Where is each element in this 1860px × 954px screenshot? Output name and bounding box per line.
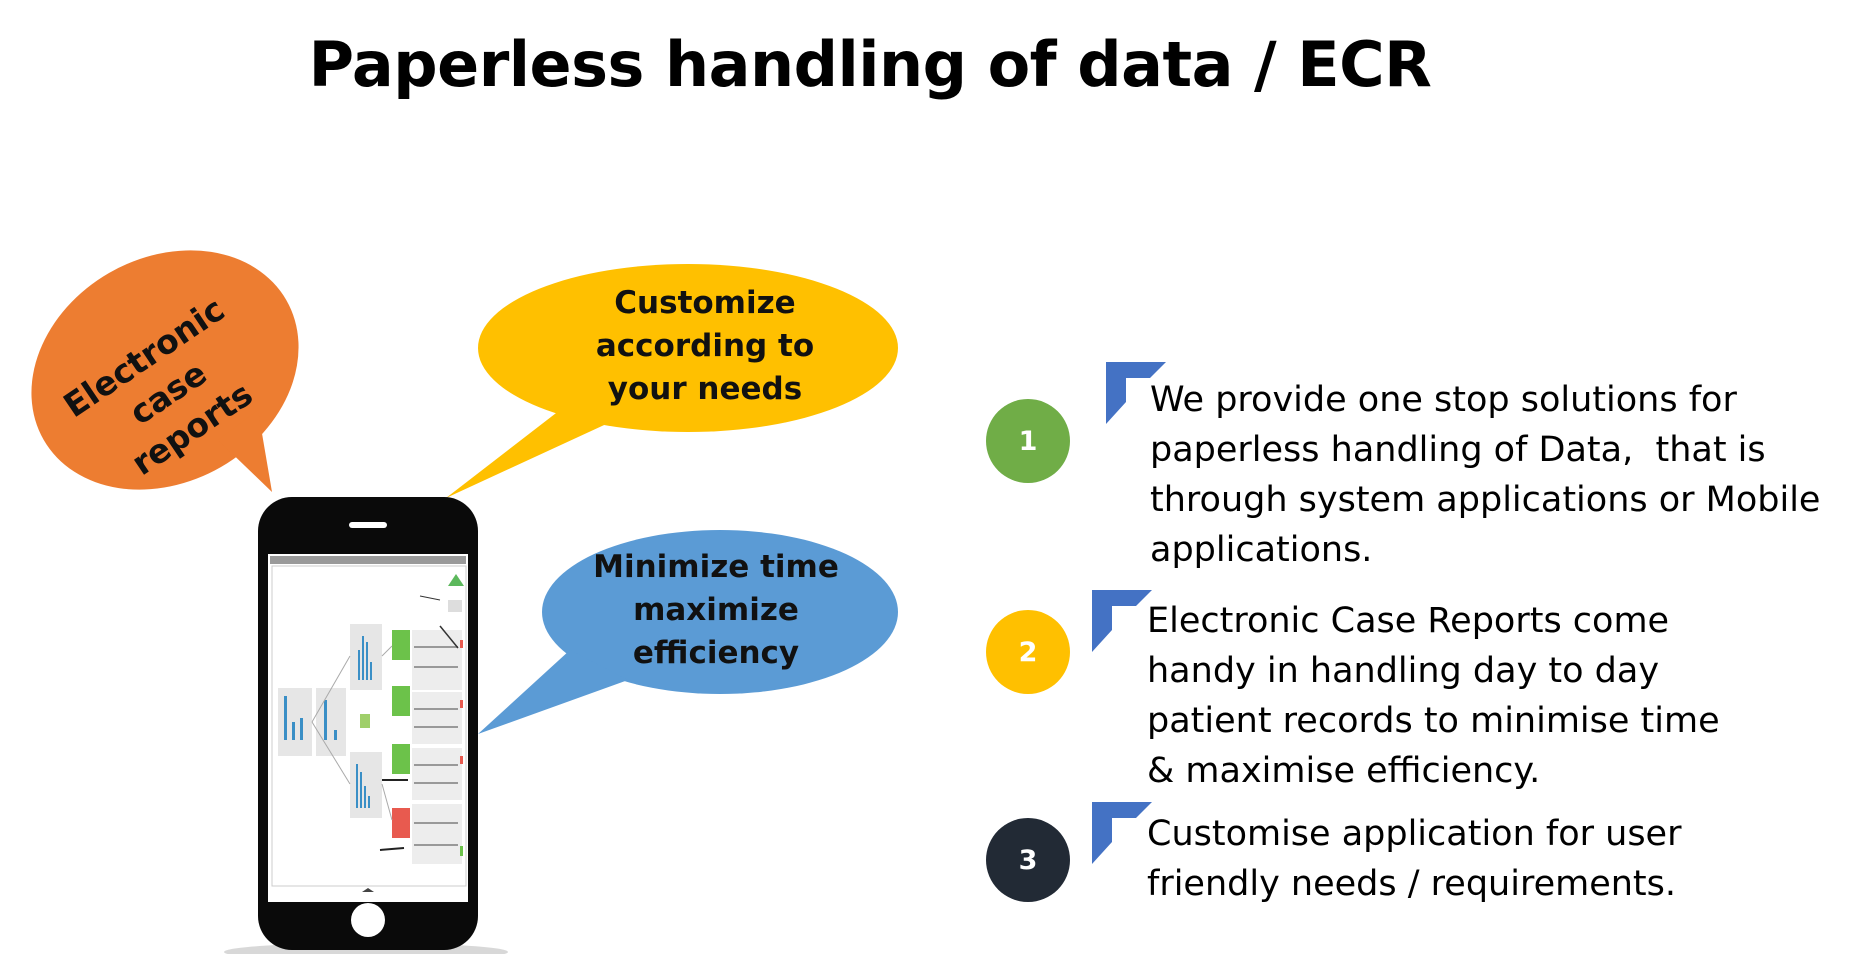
text-line: We provide one stop solutions for [1150,380,1737,420]
text-line: through system applications or Mobile [1150,480,1821,520]
text-line: Electronic Case Reports come [1147,601,1670,641]
page-title: Paperless handling of data / ECR [308,28,1432,101]
text-line: paperless handling of Data, that is [1150,430,1766,470]
bubble-line: your needs [607,370,803,407]
minimize-bubble-text: Minimize time maximize efficiency [566,546,866,674]
text-line: Customise application for user [1147,814,1682,854]
text-line: patient records to minimise time [1147,701,1720,741]
bubble-line: Minimize time [593,549,839,585]
bubble-line: efficiency [632,634,800,671]
ecr-speech-bubble [31,250,299,492]
text-line: friendly needs / requirements. [1147,864,1676,904]
bubble-line: maximize [633,591,799,628]
text-line: handy in handling day to day [1147,651,1660,691]
step-number-badge: 3 [986,818,1070,902]
step-3-text: Customise application for user friendly … [1147,809,1682,909]
bubble-line: Customize [614,285,796,321]
minimize-speech-bubble [478,530,898,734]
text-line: & maximise efficiency. [1147,751,1541,791]
text-line: applications. [1150,530,1373,570]
customize-bubble-text: Customize according to your needs [560,282,850,410]
phone-screen-content [270,556,467,887]
customize-speech-bubble [446,264,898,498]
step-number-badge: 1 [986,399,1070,483]
smartphone-icon [258,497,478,950]
step-1-text: We provide one stop solutions for paperl… [1150,375,1820,575]
corner-flag-icon [1106,362,1166,424]
bubble-line: according to [595,327,815,364]
step-number-badge: 2 [986,610,1070,694]
corner-flag-icon [1092,590,1152,652]
corner-flag-icon [1092,802,1152,864]
step-2-text: Electronic Case Reports come handy in ha… [1147,596,1720,796]
